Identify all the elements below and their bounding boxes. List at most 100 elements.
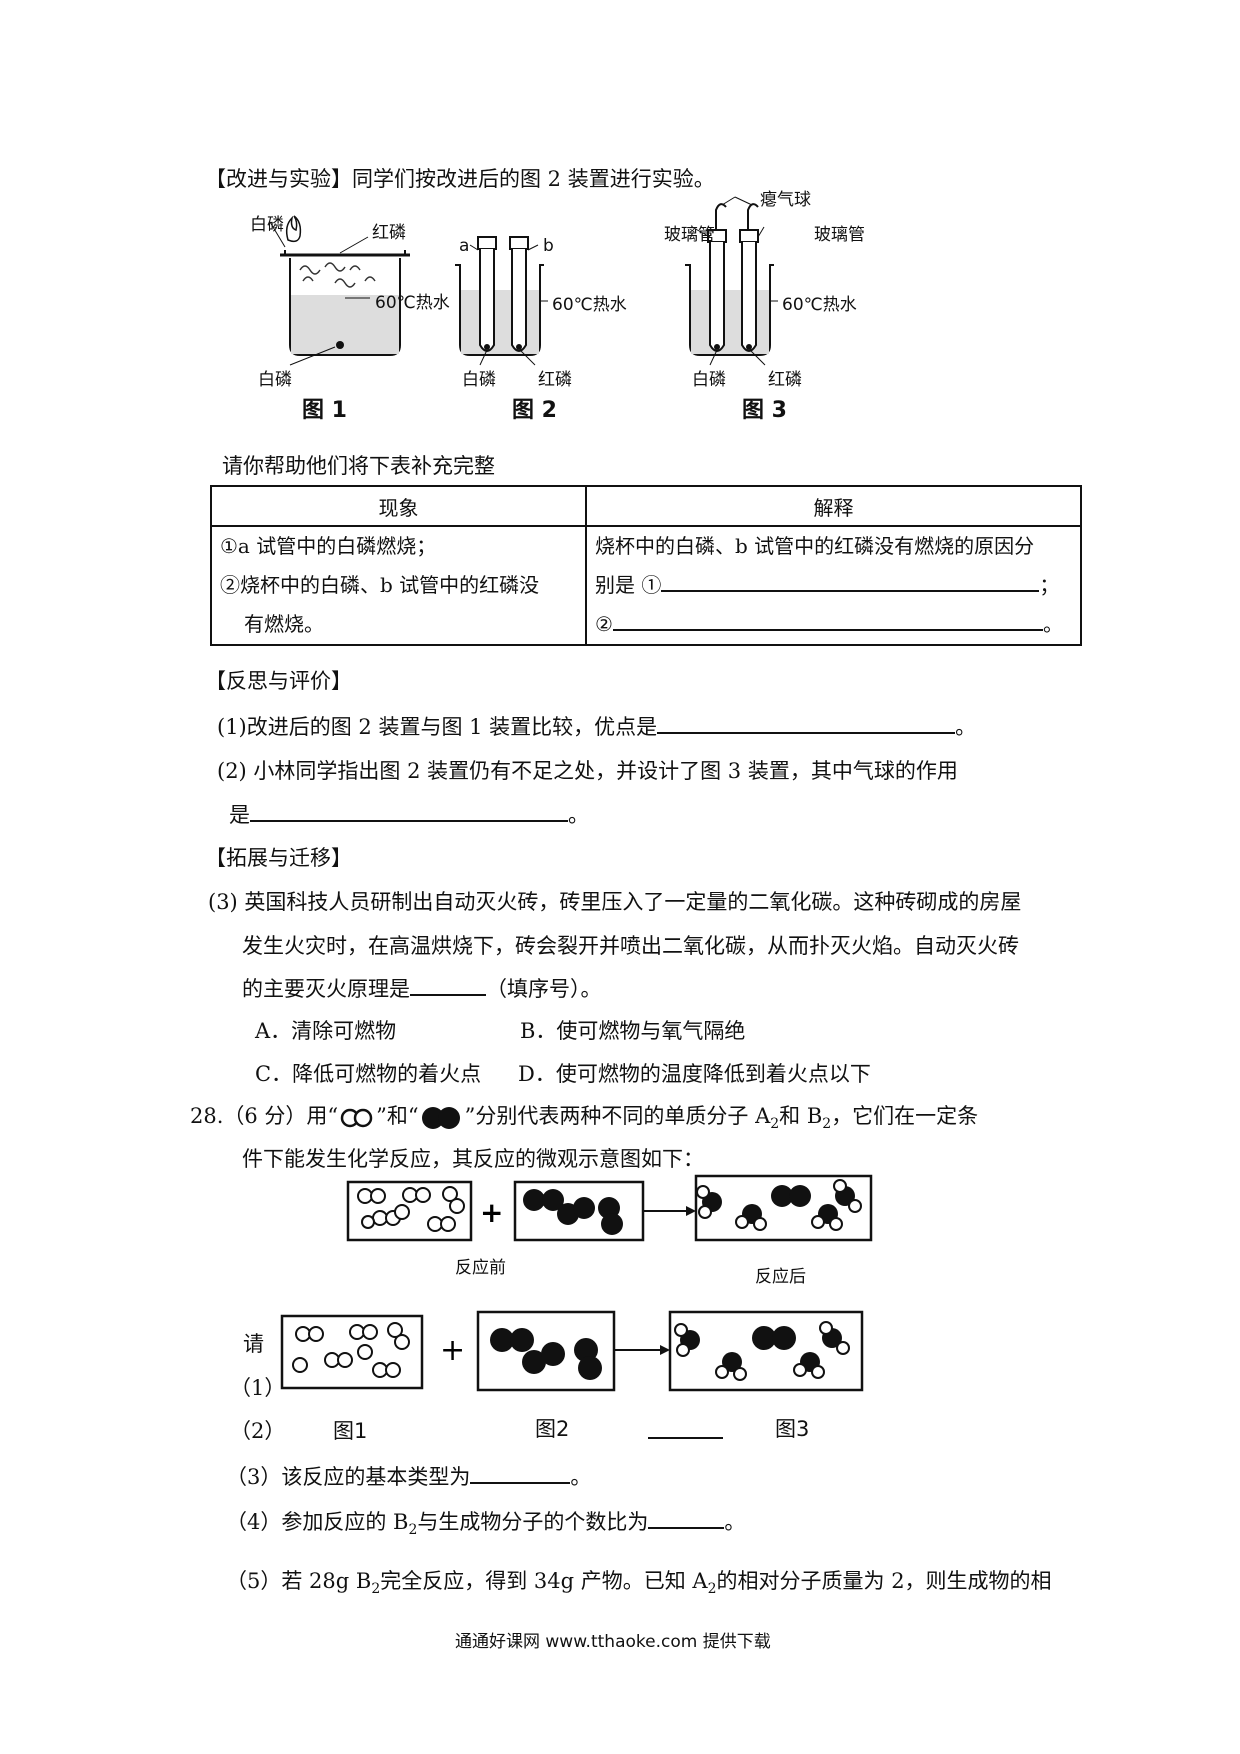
fig3-label-hot-water: 60℃热水 (782, 295, 857, 315)
side-2: （2） (230, 1419, 286, 1443)
q28-sub-b: 2 (822, 1116, 832, 1133)
q28-3-text: （3）该反应的基本类型为 (226, 1465, 471, 1489)
micro-diagram-1: + (346, 1174, 873, 1242)
q28-3-end: 。 (570, 1465, 592, 1489)
extension-heading: 【拓展与迁移】 (205, 846, 352, 870)
fig1-label-white-p-top: 白磷 (250, 215, 284, 235)
q28-text-b: ”和“ (376, 1104, 419, 1128)
q28-sub-a: 2 (770, 1116, 780, 1133)
question-28-line-1: 28.（6 分）用“”和“”分别代表两种不同的单质分子 A2和 B2，它们在一定… (190, 1100, 978, 1132)
explanation-line-2-text: 别是 ① (595, 573, 662, 597)
figure-1-apparatus (269, 215, 410, 366)
q28-4-text-b: 与生成物分子的个数比为 (417, 1510, 649, 1534)
explanation-line-1: 烧杯中的白磷、b 试管中的红磷没有燃烧的原因分 (595, 534, 1035, 558)
apparatus-figures (269, 196, 778, 366)
q28-5-sub-a: 2 (371, 1581, 381, 1598)
header-explanation: 解释 (585, 485, 1082, 527)
question-2-text: 是 (229, 803, 250, 827)
fig2-label-a: a (459, 236, 470, 256)
option-a[interactable]: A．清除可燃物 (255, 1019, 397, 1043)
header-phenomenon: 现象 (210, 485, 587, 527)
side-1: （1） (230, 1376, 286, 1400)
q28-5-text-b: 完全反应，得到 34g 产物。已知 A (380, 1569, 708, 1593)
option-d[interactable]: D．使可燃物的温度降低到着火点以下 (518, 1062, 871, 1086)
fig3-label-red-p: 红磷 (768, 370, 802, 390)
fig2-label-white-p: 白磷 (462, 370, 496, 390)
option-b[interactable]: B．使可燃物与氧气隔绝 (520, 1019, 746, 1043)
question-2-end: 。 (568, 803, 589, 827)
fig1-label-hot-water: 60℃热水 (375, 293, 450, 313)
fig3-label-glass-right: 玻璃管 (814, 225, 865, 245)
fig2-label-b: b (543, 236, 554, 256)
q28-text-e: ，它们在一定条 (831, 1104, 979, 1128)
question-28-3: （3）该反应的基本类型为 。 (226, 1460, 591, 1491)
plus-sign-2: + (440, 1333, 465, 1368)
observation-table: 现象 解释 ①a 试管中的白磷燃烧； ②烧杯中的白磷、b 试管中的红磷没 有燃烧… (210, 485, 1082, 646)
fig3-label-white-p: 白磷 (692, 370, 726, 390)
micro-diagram-2: + (280, 1310, 864, 1392)
improve-heading: 【改进与实验】同学们按改进后的图 2 装置进行实验。 (205, 167, 715, 191)
answer-blank-q28-4[interactable] (648, 1505, 725, 1529)
fig1-caption: 图 1 (302, 398, 347, 423)
explanation-line-3: ②。 (587, 605, 1080, 644)
question-28-5: （5）若 28g B2完全反应，得到 34g 产物。已知 A2的相对分子质量为 … (226, 1565, 1052, 1597)
fig3-label-glass-left: 玻璃管 (664, 225, 715, 245)
answer-blank-reason-2[interactable] (612, 607, 1043, 631)
answer-blank-q2[interactable] (250, 798, 568, 822)
explanation-line-3-end: 。 (1042, 612, 1063, 636)
answer-blank-reason-1[interactable] (661, 568, 1040, 592)
question-3-text: 的主要灭火原理是 (242, 977, 410, 1001)
question-3-line-3: 的主要灭火原理是 （填序号）。 (242, 972, 602, 1003)
fig2-label-red-p: 红磷 (538, 370, 572, 390)
molecule-b2-icon (421, 1106, 460, 1129)
plus-sign-1: + (480, 1196, 503, 1229)
answer-blank-q28-2[interactable] (648, 1437, 723, 1439)
q28-5-text-a: （5）若 28g B (226, 1569, 372, 1593)
q28-text-c: ”分别代表两种不同的单质分子 A (464, 1104, 771, 1128)
before-label: 反应前 (455, 1258, 506, 1278)
explanation-line-2-end: ； (1039, 573, 1060, 597)
fig1-label-red-p: 红磷 (372, 223, 406, 243)
question-1-end: 。 (955, 715, 977, 739)
after-label: 反应后 (755, 1267, 806, 1287)
phenomenon-cell: ①a 试管中的白磷燃烧； ②烧杯中的白磷、b 试管中的红磷没 有燃烧。 (210, 525, 587, 646)
reflection-heading: 【反思与评价】 (205, 669, 352, 693)
answer-blank-q28-3[interactable] (470, 1460, 571, 1484)
option-c[interactable]: C．降低可燃物的着火点 (255, 1062, 482, 1086)
footer-source: 通通好课网 www.tthaoke.com 提供下载 (455, 1632, 771, 1652)
phenomenon-line-1: ①a 试管中的白磷燃烧； (220, 534, 437, 558)
figure-2-apparatus (455, 236, 548, 366)
q28-5-text-c: 的相对分子质量为 2，则生成物的相 (716, 1569, 1052, 1593)
table-intro: 请你帮助他们将下表补充完整 (222, 454, 495, 478)
micro-fig2-caption: 图2 (535, 1417, 570, 1441)
phenomenon-line-3: 有燃烧。 (244, 612, 324, 636)
explanation-cell: 烧杯中的白磷、b 试管中的红磷没有燃烧的原因分 别是 ①； ②。 (585, 525, 1082, 646)
molecule-a2-icon (340, 1108, 373, 1127)
q28-4-sub: 2 (408, 1522, 418, 1539)
side-qing: 请 (243, 1332, 264, 1356)
explanation-line-3-text: ② (595, 612, 613, 636)
question-2-line-2: 是。 (229, 798, 589, 829)
question-2-line-1: (2) 小林同学指出图 2 装置仍有不足之处，并设计了图 3 装置，其中气球的作… (217, 759, 958, 783)
fig2-label-hot-water: 60℃热水 (552, 295, 627, 315)
answer-blank-q3[interactable] (410, 972, 486, 996)
q28-text-a: 28.（6 分）用“ (190, 1104, 339, 1128)
fig3-caption: 图 3 (742, 398, 787, 423)
fig2-caption: 图 2 (512, 398, 557, 423)
q28-4-text-a: （4）参加反应的 B (226, 1510, 409, 1534)
micro-fig3-caption: 图3 (775, 1417, 810, 1441)
answer-blank-q1[interactable] (657, 710, 956, 734)
explanation-line-2: 别是 ① ； (587, 566, 1080, 605)
question-1: (1)改进后的图 2 装置与图 1 装置比较，优点是。 (217, 710, 976, 741)
q28-5-sub-b: 2 (707, 1581, 717, 1598)
question-28-4: （4）参加反应的 B2与生成物分子的个数比为。 (226, 1505, 745, 1538)
question-3-line-1: (3) 英国科技人员研制出自动灭火砖，砖里压入了一定量的二氧化碳。这种砖砌成的房… (208, 890, 1022, 914)
question-3-end: （填序号）。 (486, 977, 602, 1001)
micro-fig1-caption: 图1 (333, 1419, 368, 1443)
fig3-label-balloon: 瘪气球 (760, 190, 811, 210)
phenomenon-line-2: ②烧杯中的白磷、b 试管中的红磷没 (220, 573, 540, 597)
question-3-line-2: 发生火灾时，在高温烘烧下，砖会裂开并喷出二氧化碳，从而扑灭火焰。自动灭火砖 (242, 934, 1019, 958)
q28-text-d: 和 B (779, 1104, 823, 1128)
fig1-label-white-p-bottom: 白磷 (258, 370, 292, 390)
question-28-line-2: 件下能发生化学反应，其反应的微观示意图如下： (242, 1147, 704, 1171)
